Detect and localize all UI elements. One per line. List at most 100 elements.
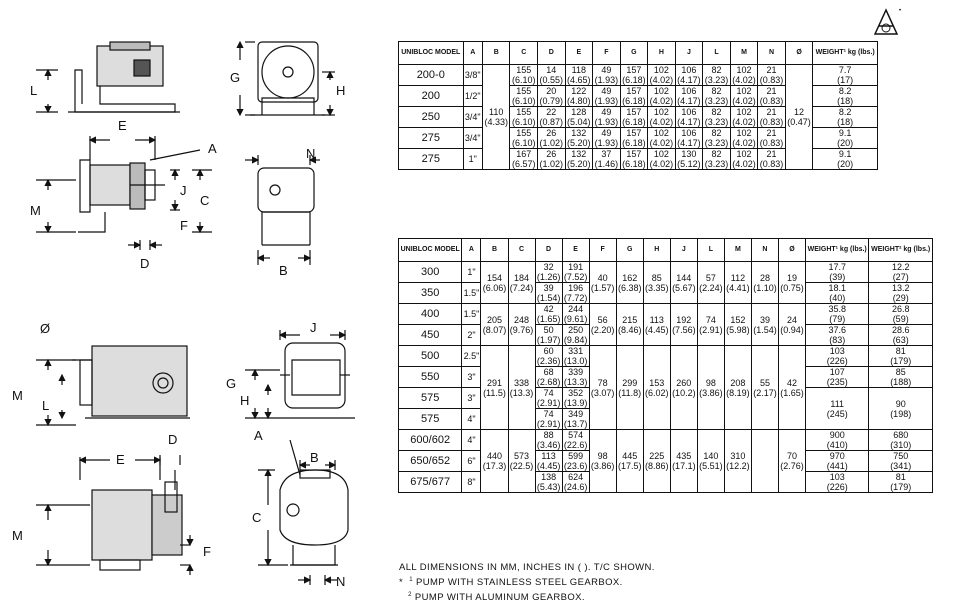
cell-weight-1: 37.6(83) bbox=[805, 324, 870, 346]
header-a: A bbox=[462, 41, 483, 65]
dim-label-g: G bbox=[230, 70, 240, 85]
cell-weight-2-in: (63) bbox=[892, 335, 909, 345]
cell-weight-1-in: (410) bbox=[826, 440, 848, 450]
dim-label-n-large: N bbox=[336, 574, 345, 589]
cell-j: 106(4.17) bbox=[674, 64, 704, 86]
cell-n-in: (0.83) bbox=[759, 96, 784, 106]
cell-diameter: 24(0.94) bbox=[777, 303, 807, 346]
large-pump-side-view bbox=[79, 345, 190, 419]
cell-h: 153(6.02) bbox=[642, 345, 671, 430]
cell-j: 106(4.17) bbox=[674, 127, 704, 149]
cell-h-in: (4.02) bbox=[649, 159, 674, 169]
cell-f-mm: 37 bbox=[601, 149, 612, 159]
header-f: F bbox=[588, 238, 617, 262]
cell-a: 1/2" bbox=[462, 85, 483, 107]
table-header-row: UNIBLOC MODEL A B C D E F G H J L M N Ø … bbox=[398, 41, 878, 65]
cell-e-mm: 339 bbox=[568, 367, 584, 377]
cell-c: 184(7.24) bbox=[507, 261, 536, 304]
cell-j-in: (17.1) bbox=[672, 461, 696, 471]
header-e: E bbox=[561, 238, 590, 262]
cell-weight-1-mm: 103 bbox=[829, 472, 845, 482]
cell-diameter-in: (0.94) bbox=[780, 324, 804, 335]
cell-a: 3" bbox=[461, 387, 482, 409]
dim-label-h-large: H bbox=[240, 393, 249, 408]
cell-m-mm: 310 bbox=[730, 451, 746, 461]
cell-weight-2: 85(188) bbox=[868, 366, 933, 388]
cell-c-in: (9.76) bbox=[509, 324, 534, 335]
dim-label-c-large: C bbox=[252, 510, 261, 525]
cell-j-mm: 435 bbox=[676, 451, 692, 461]
dim-label-m-plan: M bbox=[12, 528, 23, 543]
cell-d: 32(1.26) bbox=[534, 261, 563, 283]
cell-a: 8" bbox=[461, 471, 482, 493]
cell-j: 130(5.12) bbox=[674, 148, 704, 170]
cell-e: 339(13.3) bbox=[561, 366, 590, 388]
header-e: E bbox=[564, 41, 594, 65]
dim-label-l: L bbox=[30, 83, 37, 98]
cell-f-mm: 98 bbox=[597, 451, 608, 461]
cell-n-mm: 28 bbox=[759, 272, 770, 283]
large-pump-plan-view bbox=[91, 470, 183, 571]
cell-g-mm: 157 bbox=[626, 65, 642, 75]
cell-m: 112(4.41) bbox=[723, 261, 752, 304]
dim-label-g-large: G bbox=[226, 376, 236, 391]
cell-d-mm: 74 bbox=[543, 388, 554, 398]
cell-d-in: (0.79) bbox=[539, 96, 564, 106]
cell-m: 208(8.19) bbox=[723, 345, 752, 430]
small-pump-plan-view bbox=[78, 159, 165, 233]
cell-h-in: (6.02) bbox=[645, 387, 669, 398]
cell-j-mm: 144 bbox=[676, 272, 692, 283]
cell-weight-1-mm: 17.7 bbox=[828, 262, 846, 272]
cell-diameter-mm: 42 bbox=[787, 377, 798, 388]
cell-d-mm: 42 bbox=[543, 304, 554, 314]
cell-n: 21(0.83) bbox=[757, 127, 786, 149]
cell-j: 260(10.2) bbox=[669, 345, 698, 430]
cell-j-mm: 106 bbox=[681, 107, 697, 117]
cell-e-mm: 132 bbox=[571, 149, 587, 159]
cell-h: 225(8.86) bbox=[642, 429, 671, 493]
cell-weight-2-mm: 81 bbox=[895, 346, 906, 356]
cell-g: 157(6.18) bbox=[619, 85, 649, 107]
cell-e-in: (13.0) bbox=[563, 356, 588, 366]
cell-weight-2-in: (198) bbox=[890, 408, 912, 419]
cell-weight-1-mm: 970 bbox=[829, 451, 845, 461]
cell-weight-2: 81(179) bbox=[868, 345, 933, 367]
cell-d: 138(5.43) bbox=[534, 471, 563, 493]
cell-f: 37(1.46) bbox=[592, 148, 621, 170]
cell-n-mm: 21 bbox=[766, 149, 777, 159]
cell-l: 82(3.23) bbox=[702, 85, 731, 107]
cell-e: 118(4.65) bbox=[564, 64, 594, 86]
cell-j-in: (4.17) bbox=[677, 75, 701, 85]
cell-a: 3/4" bbox=[462, 127, 483, 149]
cell-h-in: (4.02) bbox=[649, 138, 674, 148]
cell-h-mm: 102 bbox=[653, 128, 669, 138]
cell-weight-2-in: (179) bbox=[890, 356, 912, 366]
cell-d-mm: 22 bbox=[546, 107, 557, 117]
cell-e: 122(4.80) bbox=[564, 85, 594, 107]
cell-weight-2-mm: 90 bbox=[895, 398, 906, 409]
cell-d: 113(4.45) bbox=[534, 450, 563, 472]
cell-f-in: (3.86) bbox=[590, 461, 615, 471]
cell-m: 102(4.02) bbox=[729, 148, 759, 170]
cell-c-in: (6.10) bbox=[511, 117, 536, 127]
cell-j: 106(4.17) bbox=[674, 106, 704, 128]
cell-j: 435(17.1) bbox=[669, 429, 698, 493]
cell-f: 40(1.57) bbox=[588, 261, 617, 304]
cell-m-mm: 152 bbox=[730, 314, 746, 325]
cell-g-in: (6.18) bbox=[622, 96, 646, 106]
dim-label-a-large: A bbox=[254, 428, 263, 443]
cell-g: 215(8.46) bbox=[615, 303, 644, 346]
cell-f-in: (1.93) bbox=[594, 75, 619, 85]
cell-weight-in: (20) bbox=[837, 159, 854, 169]
cell-e-in: (24.6) bbox=[563, 482, 588, 492]
footnotes: ALL DIMENSIONS IN MM, INCHES IN ( ). T/C… bbox=[399, 562, 655, 604]
cell-weight-mm: 8.2 bbox=[838, 107, 852, 117]
cell-h-in: (4.45) bbox=[645, 324, 669, 335]
cell-l-mm: 82 bbox=[711, 65, 722, 75]
cell-b-mm: 154 bbox=[486, 272, 502, 283]
